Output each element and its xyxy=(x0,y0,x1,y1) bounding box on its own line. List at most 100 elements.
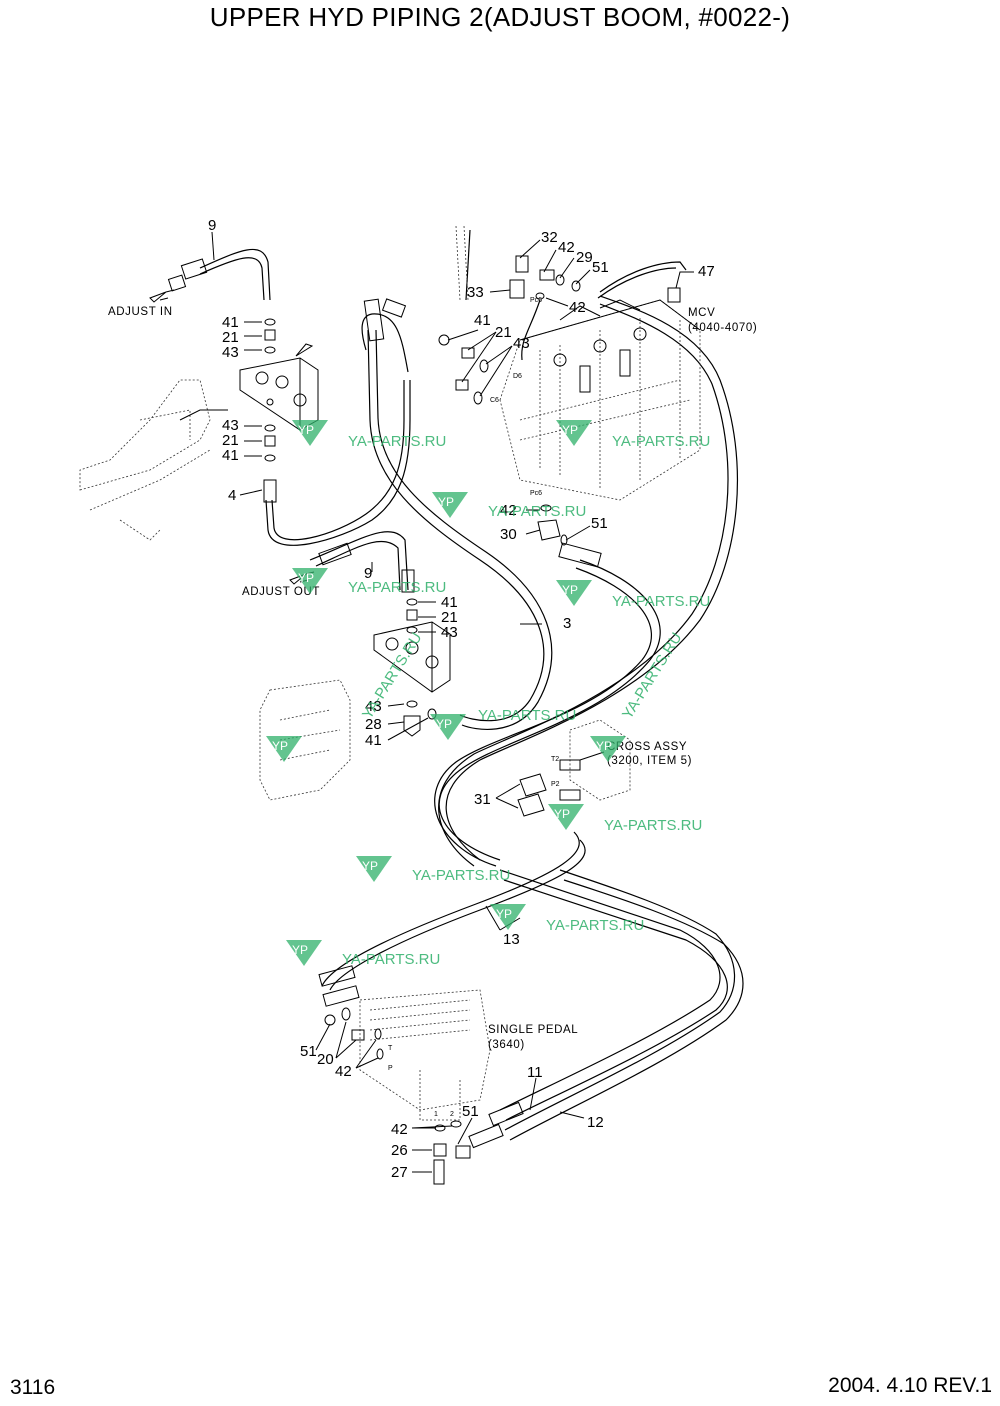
page-title: UPPER HYD PIPING 2(ADJUST BOOM, #0022-) xyxy=(209,2,791,32)
svg-text:YP: YP xyxy=(496,907,512,921)
callout-42: 42 xyxy=(558,239,575,256)
note-cross-assy: CROSS ASSY xyxy=(607,741,687,753)
manifold-block-lower xyxy=(373,621,451,693)
note-mcv: MCV xyxy=(688,307,715,319)
callout-labels: 9 41 21 43 43 21 41 4 9 41 21 43 43 28 4… xyxy=(208,217,715,1181)
callout-11: 11 xyxy=(527,1064,543,1081)
note-single-pedal-ref: (3640) xyxy=(488,1039,525,1051)
note-adjust-out: ADJUST OUT xyxy=(242,586,320,598)
callout-51: 51 xyxy=(462,1103,479,1120)
callout-21: 21 xyxy=(441,609,458,626)
callout-29: 29 xyxy=(576,249,593,266)
callout-12: 12 xyxy=(587,1114,604,1131)
note-mcv-ref: (4040-4070) xyxy=(688,322,757,334)
watermark-text: YA-PARTS.RU xyxy=(342,951,440,968)
callout-21: 21 xyxy=(222,329,239,346)
port-1: 1 xyxy=(434,1111,438,1118)
svg-text:YP: YP xyxy=(596,739,612,753)
callout-41: 41 xyxy=(474,312,491,329)
watermark-text: YA-PARTS.RU xyxy=(359,630,426,722)
hose-11-12 xyxy=(468,869,744,1149)
callout-43: 43 xyxy=(222,344,239,361)
callout-41: 41 xyxy=(441,594,458,611)
svg-text:YP: YP xyxy=(438,495,454,509)
callout-31: 31 xyxy=(474,791,491,808)
watermark-text: YA-PARTS.RU xyxy=(604,817,702,834)
svg-text:YP: YP xyxy=(298,571,314,585)
leader-lines xyxy=(179,231,694,1173)
watermark-logo: YP xyxy=(430,714,466,740)
single-pedal xyxy=(359,989,491,1121)
port-d6: D6 xyxy=(513,373,522,380)
watermark-text: YA-PARTS.RU xyxy=(412,867,510,884)
callout-51: 51 xyxy=(300,1043,317,1060)
hose-13 xyxy=(318,542,661,1007)
callout-26: 26 xyxy=(391,1142,408,1159)
watermark-logo: YP xyxy=(556,580,592,606)
watermark-text: YA-PARTS.RU xyxy=(619,630,686,722)
port-t2: T2 xyxy=(551,756,559,763)
watermark-logo: YP xyxy=(432,492,468,518)
page-number: 3116 xyxy=(10,1376,56,1399)
diagram-notes: ADJUST IN ADJUST OUT MCV (4040-4070) CRO… xyxy=(108,306,757,1051)
callout-41: 41 xyxy=(365,732,382,749)
callout-9: 9 xyxy=(208,217,216,234)
note-single-pedal: SINGLE PEDAL xyxy=(488,1024,578,1036)
port-pc6-top: Pc6 xyxy=(530,297,542,304)
watermark-text: YA-PARTS.RU xyxy=(348,579,446,596)
note-cross-ref: (3200, ITEM 5) xyxy=(607,755,692,767)
watermark-logo: YP xyxy=(292,420,328,446)
callout-47: 47 xyxy=(698,263,715,280)
revision-date: 2004. 4.10 REV.1 xyxy=(828,1374,992,1397)
callout-13: 13 xyxy=(503,931,520,948)
adjust-arrow-small xyxy=(295,343,314,357)
callout-43: 43 xyxy=(513,335,530,352)
callout-27: 27 xyxy=(391,1164,408,1181)
svg-text:YP: YP xyxy=(554,807,570,821)
callout-41: 41 xyxy=(222,447,239,464)
svg-text:YP: YP xyxy=(298,423,314,437)
callout-9: 9 xyxy=(364,565,372,582)
hose-4 xyxy=(265,313,411,546)
watermark-logo: YP xyxy=(292,568,328,594)
callout-4: 4 xyxy=(228,487,236,504)
hose-33 xyxy=(455,225,541,361)
watermark-text: YA-PARTS.RU xyxy=(612,433,710,450)
svg-text:YP: YP xyxy=(436,717,452,731)
hose-mcv-long xyxy=(438,295,739,867)
callout-33: 33 xyxy=(467,284,484,301)
watermark-logo: YP xyxy=(490,904,526,930)
callout-43: 43 xyxy=(365,698,382,715)
callout-21: 21 xyxy=(495,324,512,341)
callout-51: 51 xyxy=(592,259,609,276)
svg-text:YP: YP xyxy=(562,583,578,597)
watermark-logo: YP xyxy=(548,804,584,830)
pilot-line-47 xyxy=(597,261,687,303)
bracket-lower xyxy=(259,679,351,801)
watermark-text: YA-PARTS.RU xyxy=(612,593,710,610)
callout-42: 42 xyxy=(335,1063,352,1080)
callout-28: 28 xyxy=(365,716,382,733)
callout-32: 32 xyxy=(541,229,558,246)
callout-20: 20 xyxy=(317,1051,334,1068)
port-p: P xyxy=(388,1065,393,1072)
watermarks: YP YA-PARTS.RU YP YA-PARTS.RU YP YA-PART… xyxy=(266,420,710,968)
callout-42: 42 xyxy=(500,502,517,519)
port-pc6-bottom: Pc6 xyxy=(530,490,542,497)
watermark-logo: YP xyxy=(356,856,392,882)
svg-text:YP: YP xyxy=(362,859,378,873)
callout-43: 43 xyxy=(441,624,458,641)
svg-text:YP: YP xyxy=(272,739,288,753)
hose-9-top xyxy=(167,248,271,301)
watermark-logo: YP xyxy=(266,736,302,762)
callout-30: 30 xyxy=(500,526,517,543)
watermark-logo: YP xyxy=(556,420,592,446)
port-t: T xyxy=(388,1045,393,1052)
callout-21: 21 xyxy=(222,432,239,449)
watermark-text: YA-PARTS.RU xyxy=(546,917,644,934)
manifold-block-upper xyxy=(239,357,319,431)
note-adjust-in: ADJUST IN xyxy=(108,306,173,318)
watermark-text: YA-PARTS.RU xyxy=(478,707,576,724)
callout-42: 42 xyxy=(569,299,586,316)
